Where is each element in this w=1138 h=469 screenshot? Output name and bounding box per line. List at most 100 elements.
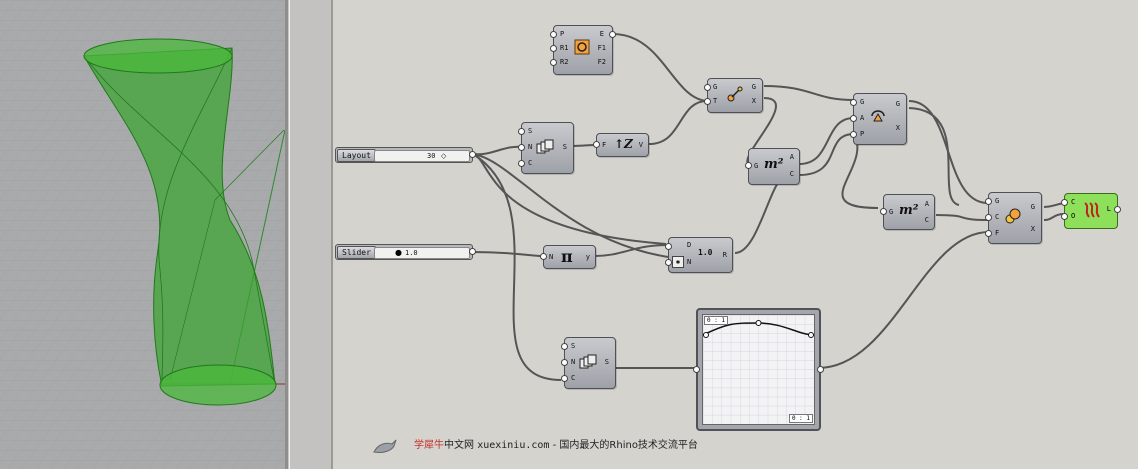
input-label: R2 <box>560 58 569 66</box>
input-port[interactable] <box>850 99 857 106</box>
input-label: F <box>995 229 1000 237</box>
slider-handle-icon[interactable]: ● <box>395 248 402 257</box>
input-label: N <box>528 143 533 151</box>
input-port[interactable] <box>518 144 525 151</box>
series-component[interactable]: S N C S <box>561 337 616 389</box>
division-icon: 1.0 <box>698 248 713 257</box>
input-port[interactable] <box>593 141 600 148</box>
slider-label: Slider <box>337 246 376 259</box>
input-label: C <box>528 159 533 167</box>
input-label: C <box>995 213 1000 221</box>
input-port[interactable] <box>745 162 752 169</box>
scale-component[interactable]: G C F G X <box>985 192 1042 244</box>
input-label: C <box>1071 198 1076 206</box>
unit-z-component[interactable]: F ↑Z V <box>593 133 649 157</box>
input-port[interactable] <box>704 98 711 105</box>
splitter-edge <box>331 0 333 469</box>
output-label: C <box>924 216 929 224</box>
input-port[interactable] <box>850 115 857 122</box>
output-port[interactable] <box>1114 206 1121 213</box>
division-component[interactable]: D N ✱ 1.0 R <box>665 237 733 273</box>
input-label: G <box>713 83 718 91</box>
input-label: O <box>1071 212 1076 220</box>
output-port[interactable] <box>609 31 616 38</box>
input-label: N <box>687 258 692 266</box>
input-option-icon[interactable]: ✱ <box>672 256 684 268</box>
output-label: F1 <box>597 44 606 52</box>
orient-component[interactable]: G T G X <box>704 78 763 113</box>
layout-slider[interactable]: Layout 30 ◇ <box>335 147 476 163</box>
output-port[interactable] <box>469 151 476 158</box>
output-label: F2 <box>597 58 606 66</box>
grasshopper-canvas[interactable]: P R1 R2 E F1 F2 G T G X S N C S F ↑Z V <box>333 0 1138 469</box>
graph-mapper[interactable]: 0 : 1 0 : 1 <box>693 308 824 431</box>
input-port[interactable] <box>985 214 992 221</box>
twisted-surface[interactable] <box>83 38 285 406</box>
output-label: V <box>638 141 643 149</box>
input-port[interactable] <box>561 359 568 366</box>
input-label: G <box>889 208 894 216</box>
rotate-icon <box>871 110 885 122</box>
input-port[interactable] <box>693 366 700 373</box>
orient-icon <box>727 86 743 102</box>
input-port[interactable] <box>518 128 525 135</box>
watermark-url: xuexiniu.com <box>477 440 550 451</box>
scale-icon <box>1005 208 1021 224</box>
area-component[interactable]: G m² A C <box>745 148 800 185</box>
input-port[interactable] <box>561 375 568 382</box>
input-port[interactable] <box>1061 199 1068 206</box>
graph-grid <box>703 315 814 424</box>
area-component[interactable]: G m² A C <box>880 194 935 230</box>
input-port[interactable] <box>550 45 557 52</box>
input-port[interactable] <box>1061 213 1068 220</box>
watermark-brand: 学犀牛 <box>414 440 444 451</box>
circle-component[interactable]: P R1 R2 E F1 F2 <box>550 25 616 75</box>
input-port[interactable] <box>704 84 711 91</box>
input-port[interactable] <box>518 160 525 167</box>
series-component[interactable]: S N C S <box>518 122 574 174</box>
input-port[interactable] <box>561 343 568 350</box>
input-port[interactable] <box>985 198 992 205</box>
watermark-site: 中文网 <box>444 440 474 451</box>
slider-value: 30 <box>427 152 436 160</box>
graph-control-point[interactable] <box>703 331 709 338</box>
slider-track[interactable]: ● 1.0 <box>374 247 470 259</box>
graph-control-point[interactable] <box>755 320 762 326</box>
splitter-highlight <box>289 0 290 469</box>
graph-area[interactable]: 0 : 1 0 : 1 <box>702 314 815 425</box>
output-label: L <box>1106 205 1111 213</box>
input-port[interactable] <box>665 243 672 250</box>
value-slider[interactable]: Slider ● 1.0 <box>335 244 476 260</box>
rotate-component[interactable]: G A P G X <box>850 93 907 145</box>
input-label: A <box>860 114 865 122</box>
series-icon <box>579 354 597 369</box>
input-port[interactable] <box>550 59 557 66</box>
slider-handle-icon[interactable]: ◇ <box>441 152 447 160</box>
graph-range-tag: 0 : 1 <box>704 316 729 325</box>
output-port[interactable] <box>817 366 824 373</box>
input-port[interactable] <box>665 259 672 266</box>
slider-track[interactable]: 30 ◇ <box>374 150 470 162</box>
input-port[interactable] <box>540 253 547 260</box>
input-label: T <box>713 97 718 105</box>
graph-control-point[interactable] <box>808 331 814 338</box>
input-port[interactable] <box>880 208 887 215</box>
panel-splitter[interactable] <box>285 0 333 469</box>
viewport-scene <box>0 0 285 469</box>
input-label: C <box>571 374 576 382</box>
output-port[interactable] <box>469 248 476 255</box>
output-label: G <box>895 100 900 108</box>
output-label: E <box>599 30 604 38</box>
input-port[interactable] <box>850 131 857 138</box>
output-label: X <box>751 97 756 105</box>
pi-icon: π <box>561 247 573 266</box>
input-port[interactable] <box>550 31 557 38</box>
circle-icon <box>574 39 590 55</box>
rhino-viewport[interactable] <box>0 0 285 469</box>
loft-icon <box>1084 202 1100 218</box>
pi-component[interactable]: N π y <box>540 245 596 269</box>
input-port[interactable] <box>985 230 992 237</box>
input-label: P <box>560 30 565 38</box>
slider-value: 1.0 <box>405 249 418 257</box>
loft-component[interactable]: C O L <box>1061 193 1121 229</box>
